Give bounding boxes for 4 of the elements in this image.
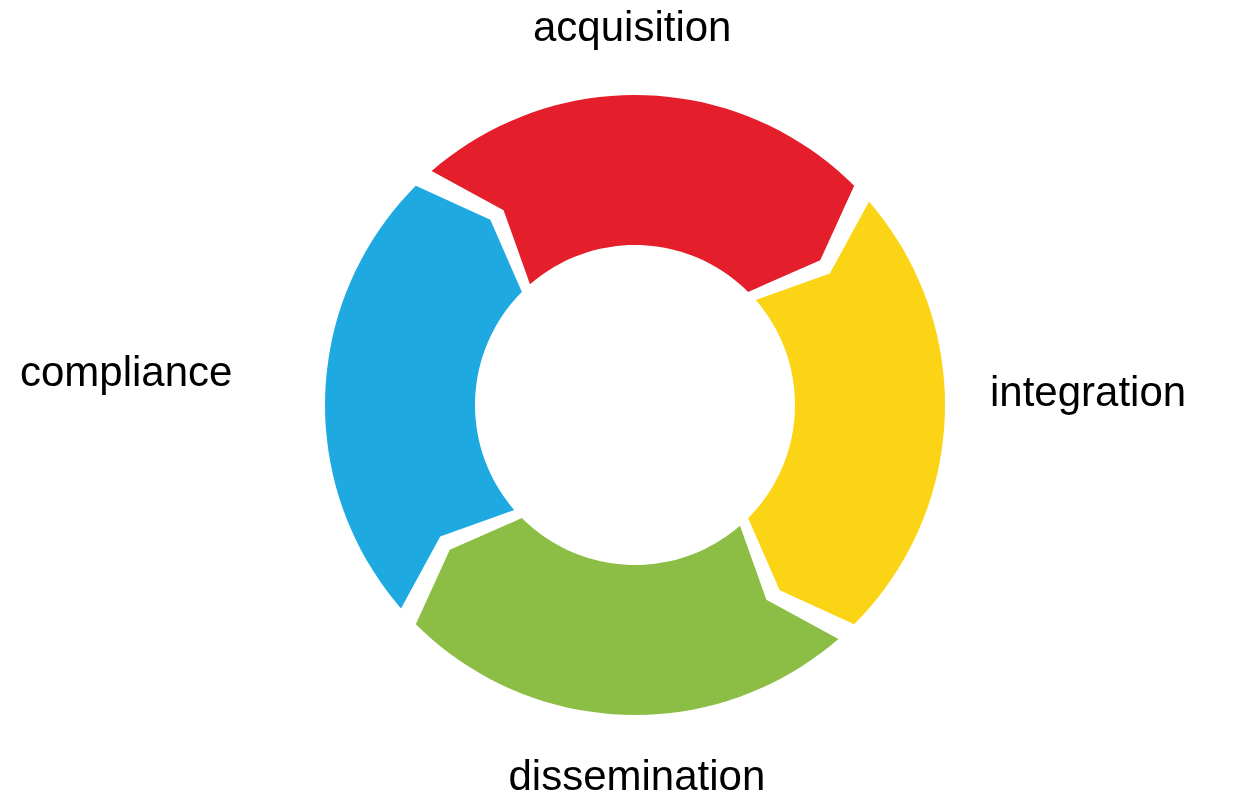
stage-label: acquisition: [533, 3, 732, 52]
stage-label: compliance: [20, 348, 233, 397]
stage-label: dissemination: [508, 752, 766, 801]
stage-label: integration: [990, 368, 1187, 417]
